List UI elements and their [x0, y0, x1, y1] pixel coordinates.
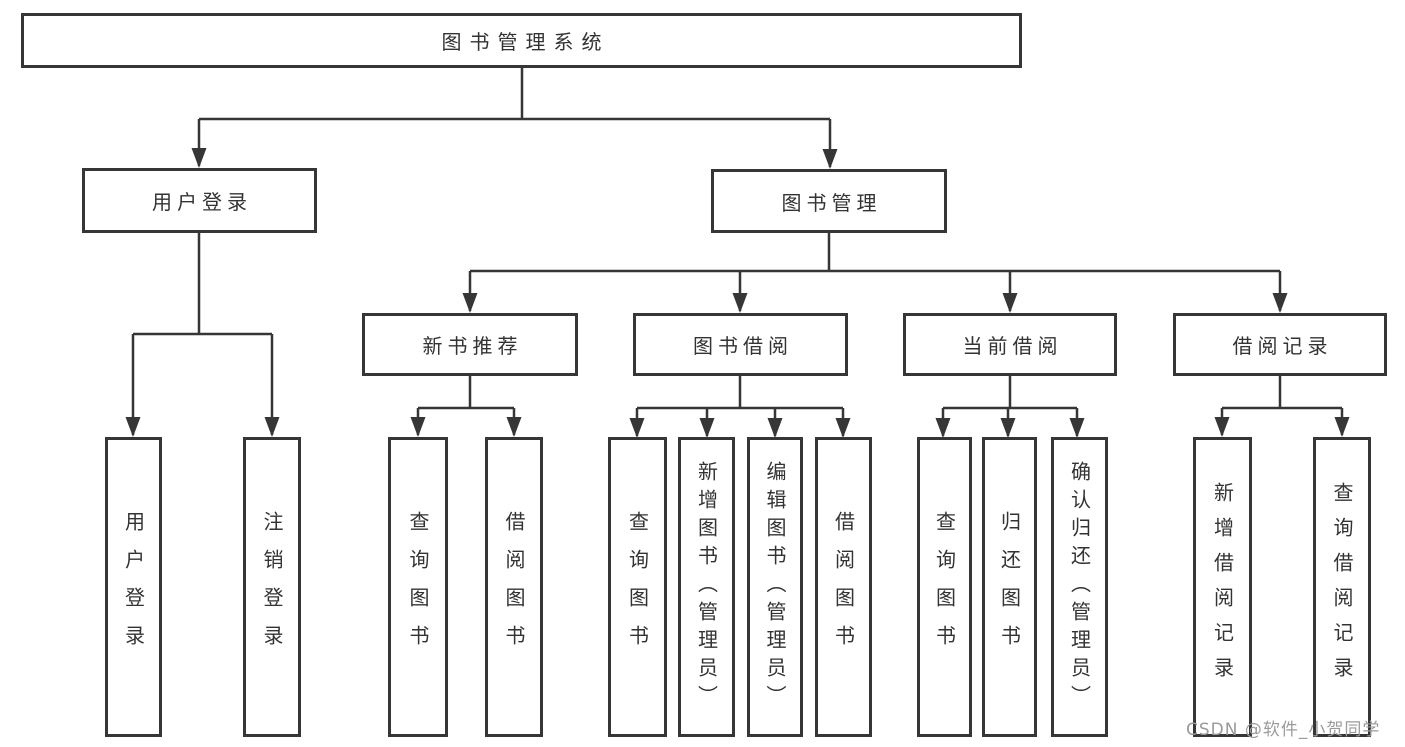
leaf-query-books-borrowing-label: 查询图书 — [625, 511, 650, 663]
node-system-root: 图书管理系统 — [21, 13, 1022, 68]
leaf-query-borrow-record: 查询借阅记录 — [1313, 437, 1371, 737]
leaf-borrow-books-recommend: 借阅图书 — [485, 437, 543, 737]
leaf-query-books-recommend: 查询图书 — [388, 437, 448, 737]
leaf-query-books-current-label: 查询图书 — [932, 511, 957, 663]
leaf-confirm-return-admin: 确认归还（管理员） — [1051, 437, 1108, 737]
leaf-logout-label: 注销登录 — [260, 511, 284, 663]
node-book-management-module-label: 图书管理 — [781, 190, 882, 215]
node-book-management-module: 图书管理 — [711, 169, 947, 233]
leaf-edit-book-admin: 编辑图书（管理员） — [747, 437, 803, 737]
node-system-root-label: 图书管理系统 — [441, 30, 610, 54]
leaf-return-books-label: 归还图书 — [997, 511, 1022, 663]
node-book-borrowing-label: 图书借阅 — [693, 334, 793, 358]
leaf-query-books-borrowing: 查询图书 — [608, 437, 667, 737]
leaf-edit-book-admin-label: 编辑图书（管理员） — [763, 461, 787, 713]
leaf-query-borrow-record-label: 查询借阅记录 — [1330, 482, 1354, 692]
leaf-borrow-books-borrowing: 借阅图书 — [815, 437, 872, 737]
node-current-borrowing-label: 当前借阅 — [962, 334, 1063, 358]
node-new-book-recommend-label: 新书推荐 — [422, 334, 523, 358]
leaf-logout: 注销登录 — [243, 437, 301, 737]
leaf-return-books: 归还图书 — [982, 437, 1037, 737]
leaf-borrow-books-recommend-label: 借阅图书 — [502, 511, 526, 663]
node-user-login-module: 用户登录 — [82, 168, 317, 233]
node-book-borrowing: 图书借阅 — [633, 313, 848, 376]
node-user-login-module-label: 用户登录 — [152, 190, 252, 214]
leaf-query-books-recommend-label: 查询图书 — [406, 511, 430, 663]
leaf-confirm-return-admin-label: 确认归还（管理员） — [1067, 461, 1092, 713]
leaf-user-login-label: 用户登录 — [121, 511, 146, 663]
leaf-query-books-current: 查询图书 — [917, 437, 972, 737]
leaf-add-borrow-record-label: 新增借阅记录 — [1210, 482, 1235, 692]
watermark: CSDN @软件_小贺同学 — [1186, 720, 1381, 740]
node-borrowing-records-label: 借阅记录 — [1232, 334, 1333, 358]
leaf-add-book-admin-label: 新增图书（管理员） — [694, 461, 719, 713]
leaf-add-borrow-record: 新增借阅记录 — [1193, 437, 1252, 737]
node-current-borrowing: 当前借阅 — [903, 313, 1117, 376]
leaf-add-book-admin: 新增图书（管理员） — [678, 437, 735, 737]
node-new-book-recommend: 新书推荐 — [362, 313, 578, 376]
leaf-user-login: 用户登录 — [105, 437, 162, 737]
leaf-borrow-books-borrowing-label: 借阅图书 — [831, 511, 856, 663]
node-borrowing-records: 借阅记录 — [1173, 313, 1387, 376]
